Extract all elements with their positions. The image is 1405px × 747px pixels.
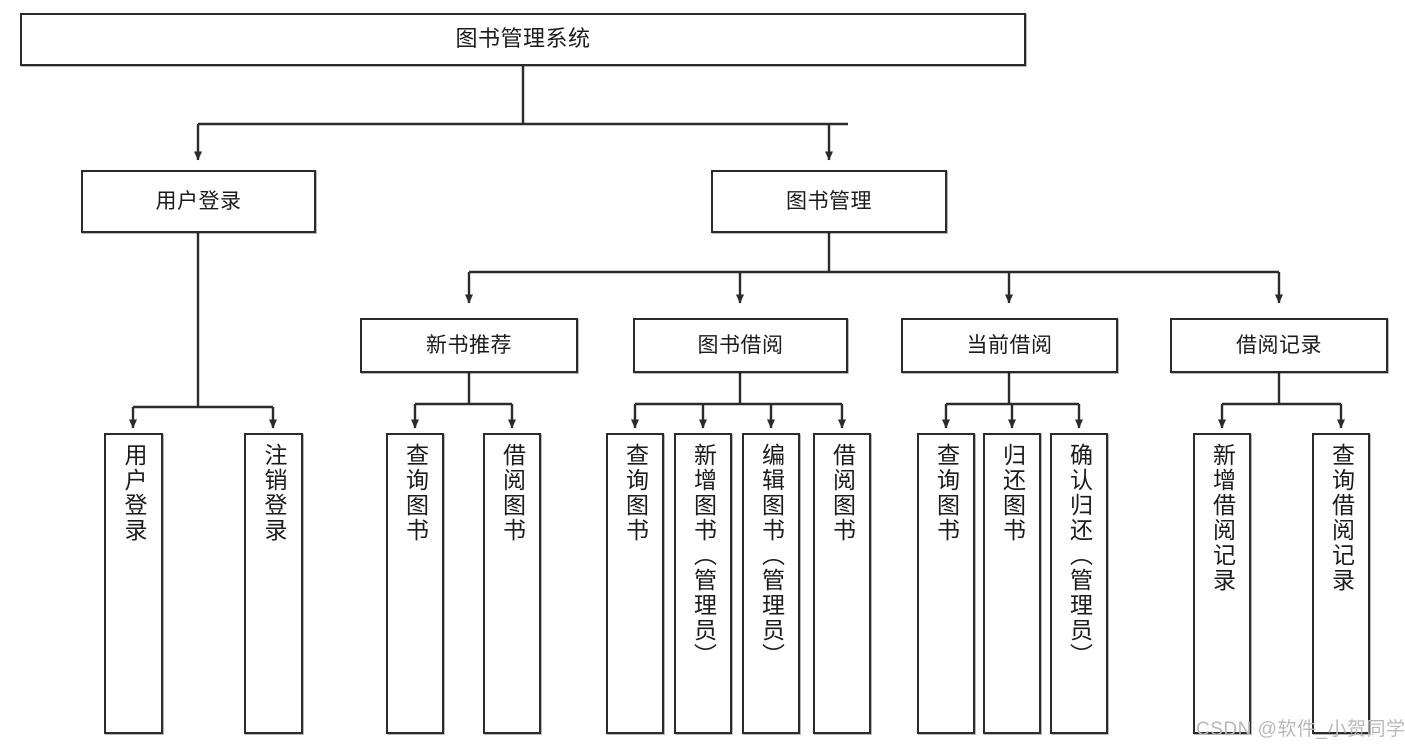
node-leaf-add-borrow-record-label: 新增借阅记录: [1209, 443, 1236, 593]
node-leaf-query-book-current-label: 查询图书: [933, 443, 960, 543]
node-leaf-borrow-book[interactable]: 借阅图书: [813, 433, 871, 734]
node-root[interactable]: 图书管理系统: [20, 13, 1026, 66]
node-leaf-add-book-label: 新增图书（管理员）: [690, 443, 717, 668]
node-new-book-recommend[interactable]: 新书推荐: [360, 318, 578, 373]
node-leaf-confirm-return[interactable]: 确认归还（管理员）: [1050, 433, 1108, 734]
node-leaf-logout-label: 注销登录: [261, 443, 287, 543]
node-borrow-record-label: 借阅记录: [1236, 333, 1322, 357]
node-leaf-edit-book[interactable]: 编辑图书（管理员）: [742, 433, 800, 734]
node-leaf-edit-book-label: 编辑图书（管理员）: [758, 443, 785, 668]
node-user-login[interactable]: 用户登录: [81, 170, 316, 233]
node-leaf-query-book-borrow-label: 查询图书: [622, 443, 649, 543]
node-leaf-user-login[interactable]: 用户登录: [104, 433, 163, 734]
node-leaf-return-book-label: 归还图书: [999, 443, 1026, 543]
node-leaf-confirm-return-label: 确认归还（管理员）: [1066, 443, 1093, 668]
node-borrow-record[interactable]: 借阅记录: [1170, 318, 1388, 373]
node-leaf-query-book-borrow[interactable]: 查询图书: [606, 433, 664, 734]
node-leaf-query-borrow-record[interactable]: 查询借阅记录: [1312, 433, 1370, 734]
node-current-borrow[interactable]: 当前借阅: [901, 318, 1118, 373]
node-leaf-query-book-current[interactable]: 查询图书: [917, 433, 975, 734]
node-leaf-add-borrow-record[interactable]: 新增借阅记录: [1193, 433, 1251, 734]
node-book-management[interactable]: 图书管理: [711, 170, 947, 233]
node-leaf-query-borrow-record-label: 查询借阅记录: [1328, 443, 1355, 593]
node-new-book-recommend-label: 新书推荐: [426, 333, 512, 357]
node-leaf-borrow-book-label: 借阅图书: [829, 443, 856, 543]
node-leaf-borrow-book-new-label: 借阅图书: [499, 443, 526, 543]
node-book-borrow-label: 图书借阅: [697, 333, 784, 357]
node-leaf-return-book[interactable]: 归还图书: [983, 433, 1041, 734]
node-leaf-borrow-book-new[interactable]: 借阅图书: [483, 433, 541, 734]
node-leaf-logout[interactable]: 注销登录: [244, 433, 303, 734]
node-leaf-query-book-new[interactable]: 查询图书: [386, 433, 444, 734]
node-current-borrow-label: 当前借阅: [966, 333, 1053, 357]
node-book-management-label: 图书管理: [786, 189, 872, 213]
node-leaf-user-login-label: 用户登录: [121, 443, 147, 543]
node-root-label: 图书管理系统: [455, 26, 591, 52]
node-leaf-add-book[interactable]: 新增图书（管理员）: [674, 433, 732, 734]
node-book-borrow[interactable]: 图书借阅: [633, 318, 848, 373]
node-leaf-query-book-new-label: 查询图书: [402, 443, 429, 543]
node-user-login-label: 用户登录: [155, 189, 242, 213]
